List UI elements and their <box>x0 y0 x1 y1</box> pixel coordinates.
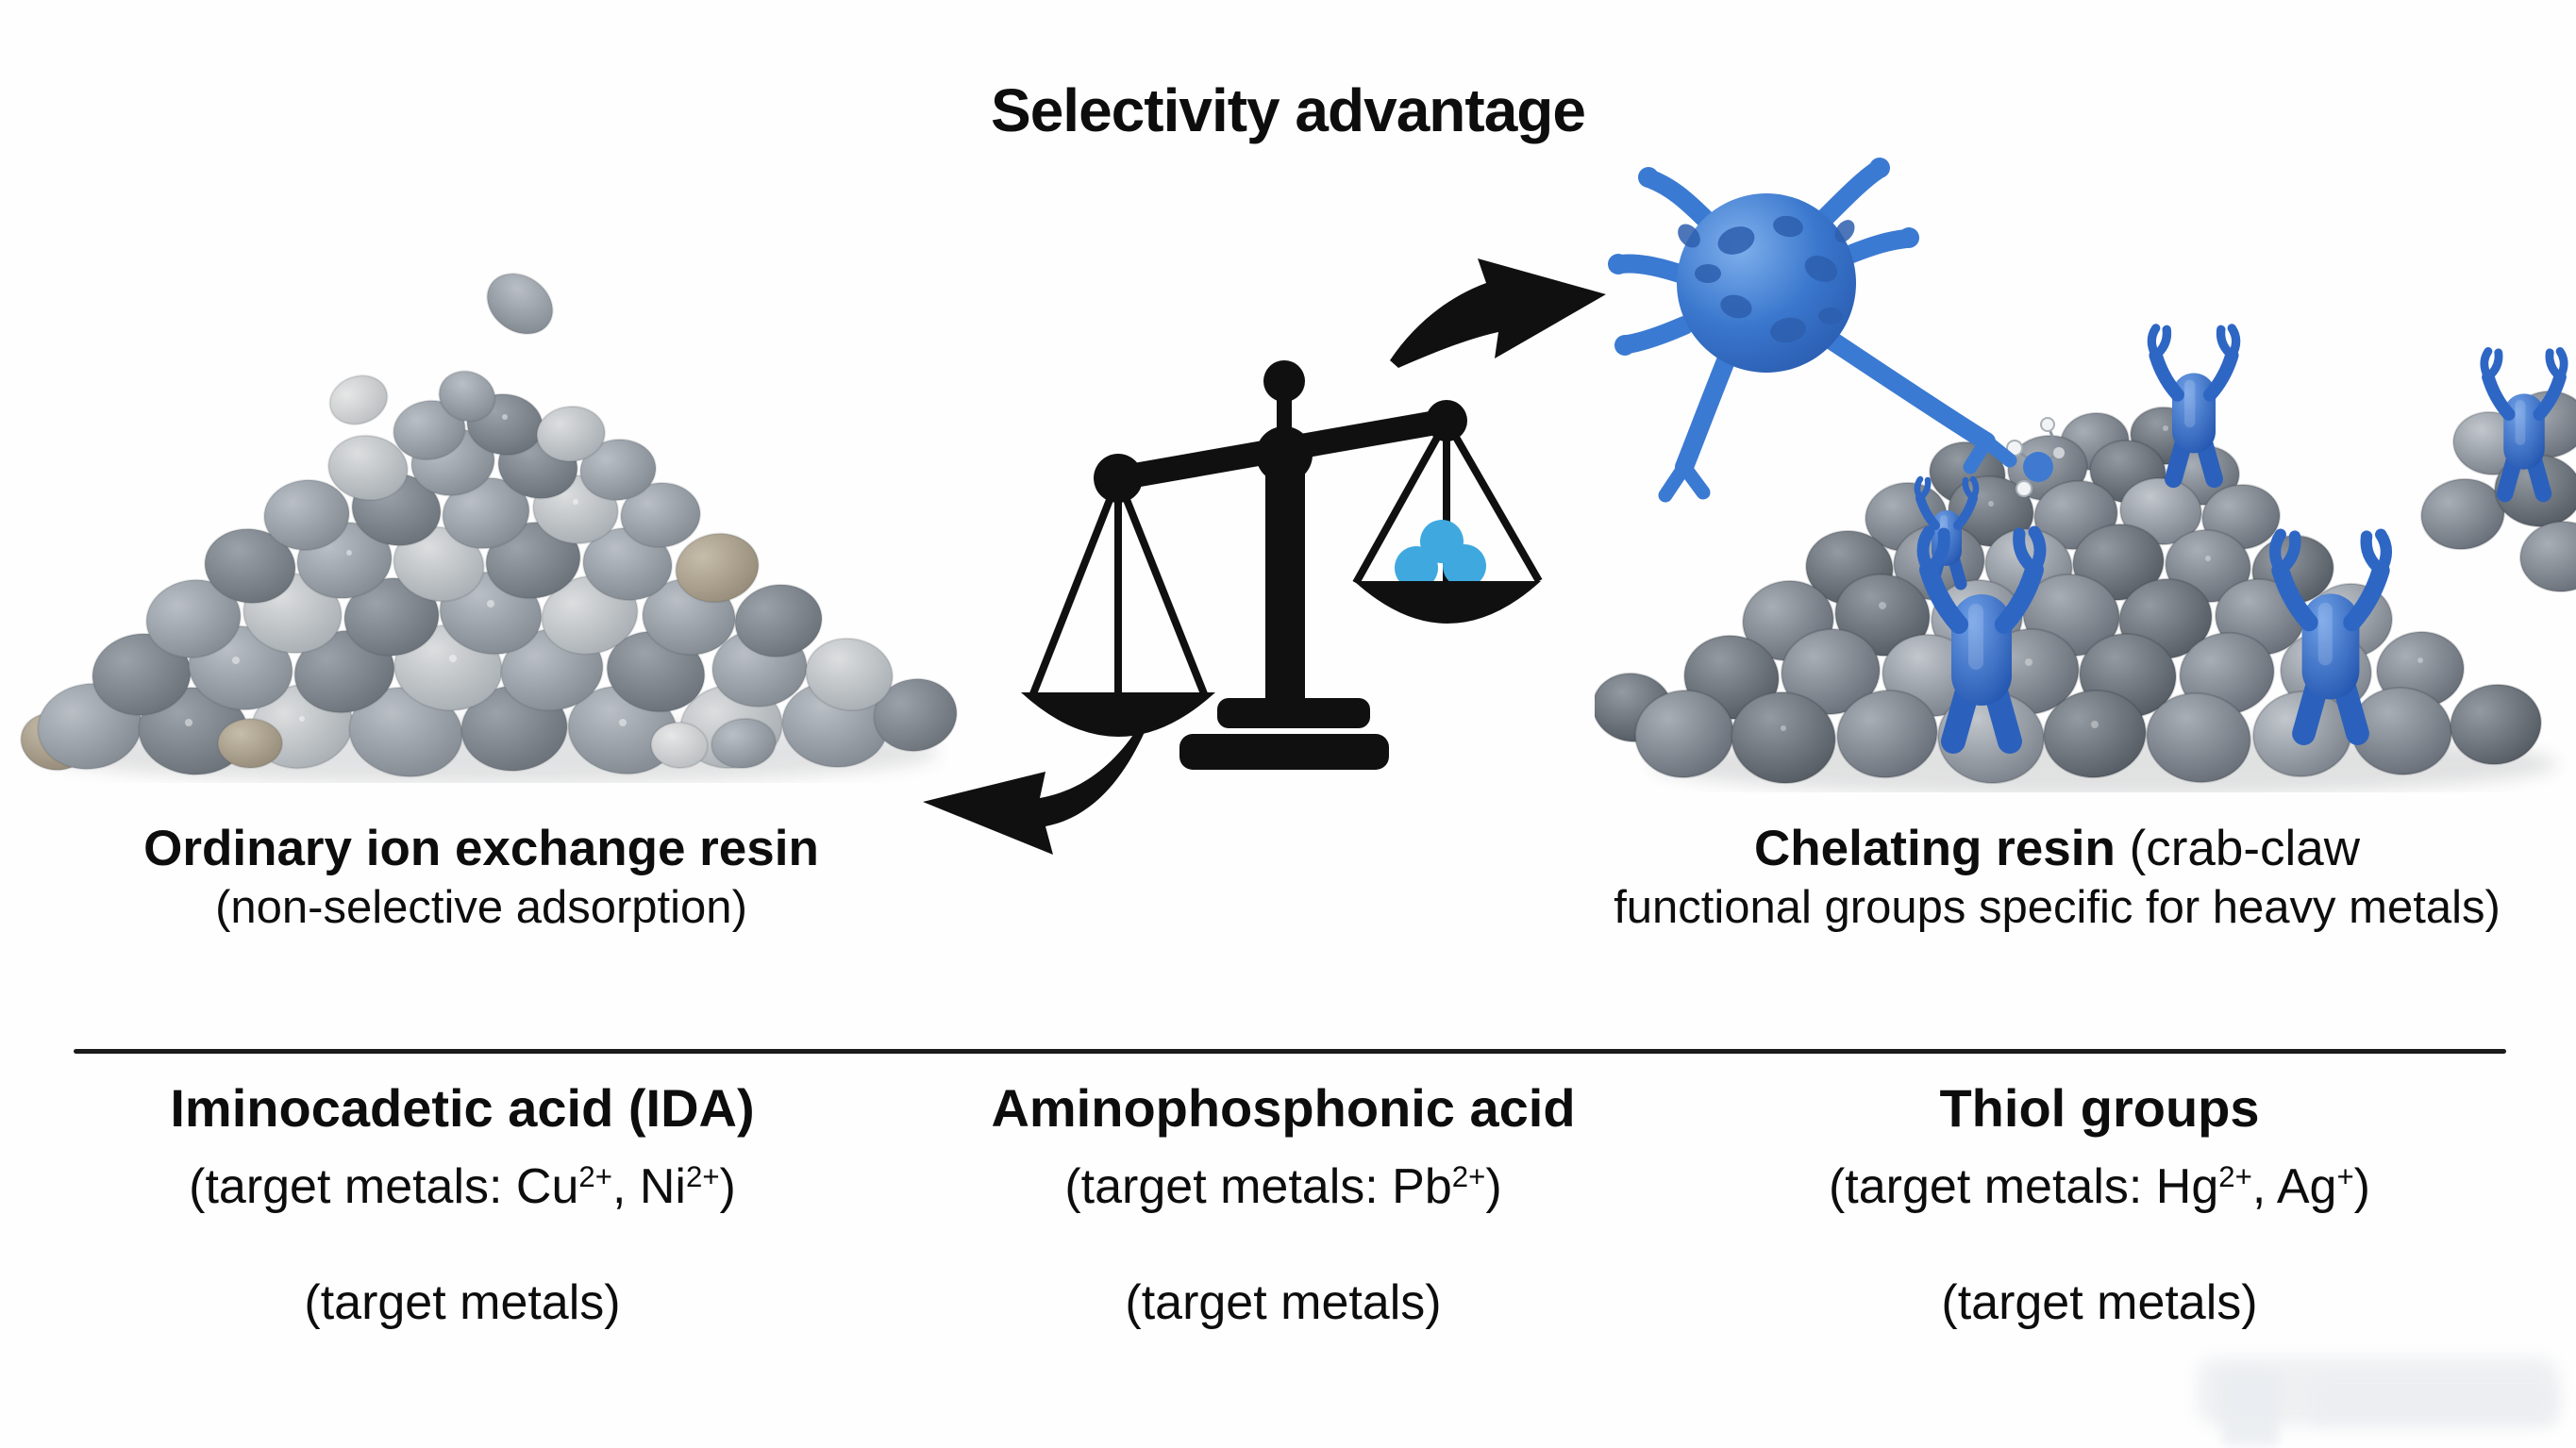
group-heading: Aminophosphonic acid <box>991 1078 1576 1138</box>
pebble-speckles <box>185 414 627 726</box>
chelating-resin-caption: Chelating resin (crab-claw functional gr… <box>1533 819 2576 936</box>
chelating-resin-subtitle: functional groups specific for heavy met… <box>1614 881 2501 933</box>
group-target-metals: (target metals: Cu2+, Ni2+) <box>189 1159 736 1214</box>
left-pan <box>1021 692 1215 737</box>
bead-speckles <box>1781 425 2423 731</box>
molecule-icon <box>2006 417 2065 497</box>
group-target-metals: (target metals: Pb2+) <box>1064 1159 1502 1214</box>
ordinary-resin-pile-image <box>20 273 958 783</box>
ordinary-resin-subtitle: (non-selective adsorption) <box>215 881 747 933</box>
right-pan <box>1354 581 1541 624</box>
pebble-group <box>20 273 958 778</box>
falling-pebble <box>486 273 554 335</box>
falling-pebble <box>328 374 389 425</box>
ordinary-resin-caption: Ordinary ion exchange resin (non-selecti… <box>28 819 934 936</box>
watermark-smudge <box>2142 1340 2576 1448</box>
ordinary-resin-title: Ordinary ion exchange resin <box>143 821 819 876</box>
chelator-sphere-icon <box>1608 158 2017 503</box>
stray-pebble <box>711 717 777 770</box>
chelating-resin-title: Chelating resin (crab-claw <box>1753 821 2360 876</box>
group-note: (target metals) <box>1125 1275 1442 1330</box>
left-pan-strings <box>1029 476 1209 700</box>
chelating-resin-pile-image <box>1595 158 2576 792</box>
functional-group-column-aminophosphonic: Aminophosphonic acid (target metals: Pb2… <box>868 1075 1698 1333</box>
pan-dot <box>1443 544 1486 588</box>
balance-scale-icon <box>923 258 1606 855</box>
page-title: Selectivity advantage <box>991 76 1586 144</box>
sphere-spots <box>1678 215 1855 343</box>
functional-group-column-ida: Iminocadetic acid (IDA) (target metals: … <box>0 1075 925 1333</box>
curved-arrow-left-icon <box>923 726 1145 855</box>
group-heading: Iminocadetic acid (IDA) <box>170 1078 755 1138</box>
pan-dot <box>1395 546 1438 590</box>
selected-ion-dots <box>1395 520 1486 590</box>
group-note: (target metals) <box>304 1275 621 1330</box>
bead-group <box>1595 390 2576 785</box>
functional-group-column-thiol: Thiol groups (target metals: Hg2+, Ag+) … <box>1689 1075 2510 1333</box>
group-note: (target metals) <box>1941 1275 2258 1330</box>
divider-line <box>74 1049 2506 1054</box>
group-heading: Thiol groups <box>1939 1078 2260 1138</box>
group-target-metals: (target metals: Hg2+, Ag+) <box>1828 1159 2370 1214</box>
curved-arrow-right-icon <box>1390 258 1606 368</box>
